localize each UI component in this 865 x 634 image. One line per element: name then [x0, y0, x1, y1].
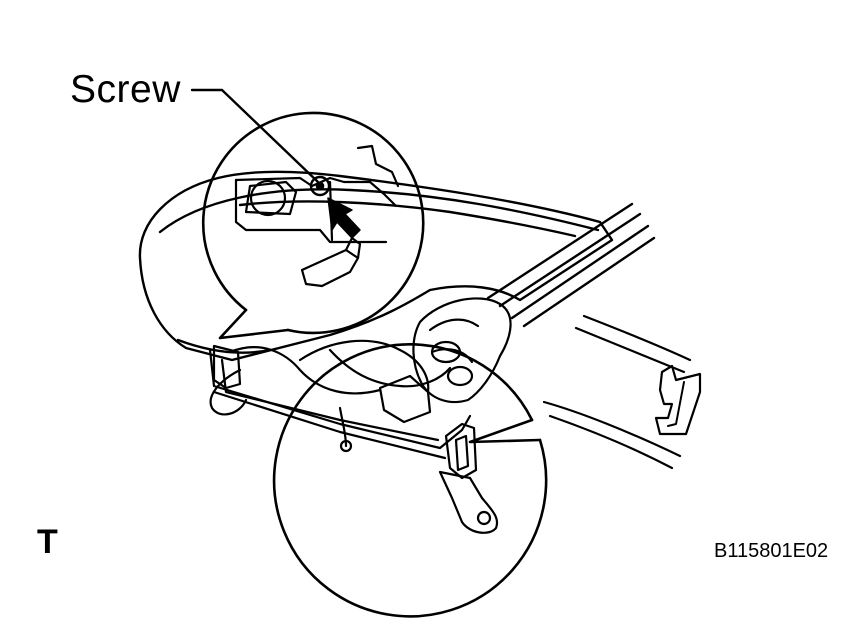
- motor-detail-1: [428, 318, 480, 332]
- screw-label: Screw: [70, 68, 181, 111]
- screw-head-center: [315, 181, 325, 191]
- mounting-foot: [438, 470, 499, 534]
- rail-end-clip-inner: [667, 381, 685, 427]
- motor-knob-2: [446, 365, 474, 387]
- harness-loop-4: [328, 348, 452, 388]
- right-bracket: [444, 422, 478, 480]
- motor-housing: [412, 297, 512, 404]
- rail-upper: [486, 202, 634, 300]
- bottom-rail: [212, 390, 447, 460]
- cushion-seam: [158, 188, 600, 234]
- front-frame-rail-inner: [220, 358, 440, 442]
- harness-loop-1: [228, 346, 382, 395]
- rail-lower-2: [522, 236, 656, 328]
- figure-code: B115801E02: [714, 540, 829, 562]
- left-callout-tail: [218, 308, 290, 340]
- rail-detail-bottom-2: [548, 414, 674, 470]
- rail-lower: [510, 224, 650, 320]
- harness-loop-2: [209, 368, 248, 416]
- cushion-outline: [138, 170, 614, 362]
- harness-clip: [339, 439, 353, 453]
- rail-detail-top: [582, 314, 692, 362]
- right-bracket-slot: [454, 434, 470, 472]
- detail-clip-tab: [344, 236, 362, 260]
- detail-knob: [249, 179, 287, 217]
- gear-box: [378, 374, 432, 424]
- left-callout: [201, 111, 425, 340]
- right-callout: [272, 314, 702, 618]
- screw-head: [309, 175, 331, 197]
- detail-knob-housing: [244, 180, 298, 216]
- seat-rails: [486, 202, 656, 328]
- under-seat-frame: [208, 297, 512, 534]
- detail-clip: [300, 248, 360, 288]
- right-callout-tail: [468, 418, 542, 444]
- harness-drop: [338, 406, 348, 448]
- detail-bracket-lower: [234, 178, 388, 244]
- view-letter: T: [37, 523, 58, 561]
- screw-leader-line: [190, 88, 320, 184]
- rail-end-clip: [654, 364, 702, 436]
- arrow-icon: [327, 197, 361, 239]
- rail-upper-2: [498, 212, 642, 308]
- cushion-front-roll: [176, 338, 272, 354]
- detail-bracket: [234, 176, 398, 208]
- left-callout-bubble: [201, 111, 425, 335]
- rail-detail-bottom: [542, 400, 682, 458]
- detail-plate-top: [356, 144, 400, 188]
- motor-knob: [430, 340, 462, 364]
- right-callout-bubble: [272, 343, 548, 618]
- mounting-hole: [476, 510, 492, 526]
- harness-loop-3: [298, 339, 430, 394]
